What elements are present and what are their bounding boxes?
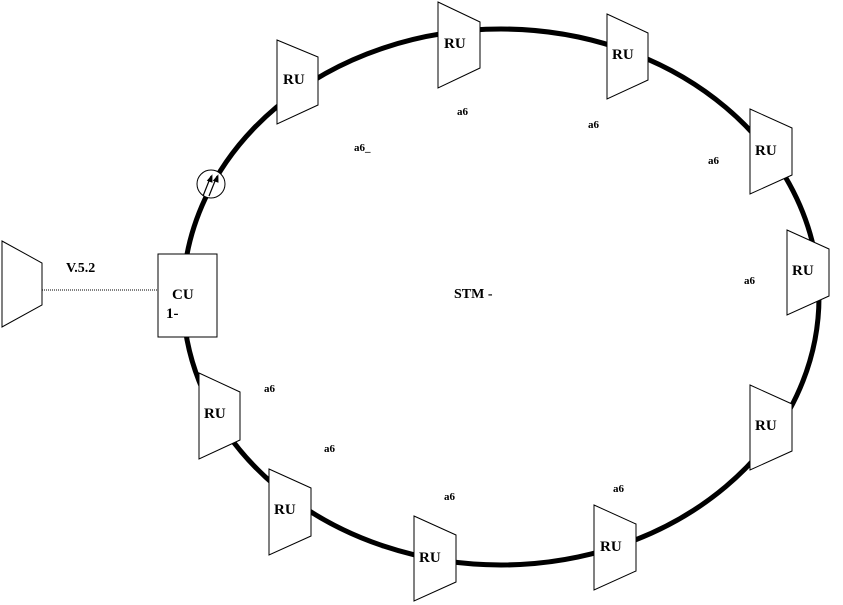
segment-label: a6	[613, 483, 625, 495]
ru-node: RU	[786, 229, 830, 316]
ru-node: RU	[749, 384, 793, 471]
ru-node: RU	[593, 504, 637, 591]
ru-node: RU	[268, 468, 312, 556]
external-node	[1, 240, 43, 328]
optical-splitter-icon	[196, 169, 226, 199]
cu-label-line2: 1-	[166, 306, 179, 322]
link-label: V.5.2	[66, 261, 95, 276]
svg-text:RU: RU	[274, 502, 296, 518]
ru-node: RU	[413, 515, 457, 602]
svg-text:RU: RU	[419, 550, 441, 566]
segment-label: a6	[324, 443, 336, 455]
svg-text:RU: RU	[600, 539, 622, 555]
svg-text:RU: RU	[204, 406, 226, 422]
segment-label: a6	[588, 119, 600, 131]
segment-label: a6	[444, 491, 456, 503]
svg-text:RU: RU	[444, 36, 466, 52]
segment-label: a6	[264, 383, 276, 395]
ru-node: RU	[437, 1, 481, 89]
segment-label: a6_	[354, 142, 371, 154]
ru-node: RU	[749, 108, 793, 195]
ru-node: RU	[606, 13, 649, 100]
segment-label: a6	[708, 155, 720, 167]
svg-text:RU: RU	[755, 143, 777, 159]
svg-text:RU: RU	[283, 72, 305, 88]
cu-node	[157, 253, 218, 338]
segment-label: a6	[744, 275, 756, 287]
segment-label: a6	[457, 106, 469, 118]
ru-node: RU	[276, 39, 319, 125]
svg-text:RU: RU	[792, 263, 814, 279]
ru-node: RU	[198, 372, 241, 460]
cu-label-line1: CU	[172, 287, 194, 303]
ring-label: STM -	[454, 287, 493, 302]
svg-text:RU: RU	[612, 47, 634, 63]
svg-text:RU: RU	[755, 418, 777, 434]
